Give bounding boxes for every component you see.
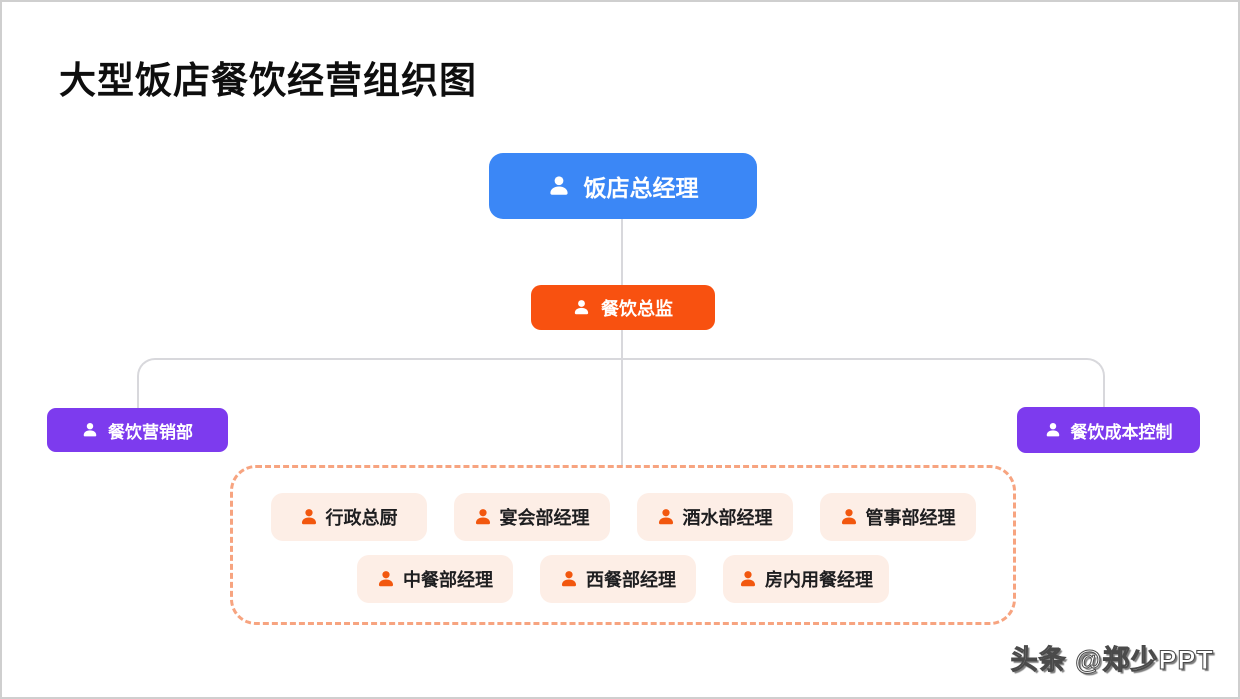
org-node-western-restaurant-manager: 西餐部经理 — [540, 555, 696, 603]
connector-root-to-director — [621, 218, 623, 286]
person-icon — [1045, 422, 1061, 438]
org-node-fb-cost-control: 餐饮成本控制 — [1017, 407, 1200, 453]
org-node-label: 中餐部经理 — [403, 570, 493, 590]
org-node-general-manager: 饭店总经理 — [489, 153, 757, 219]
org-node-label: 西餐部经理 — [586, 570, 676, 590]
org-node-label: 餐饮成本控制 — [1070, 422, 1173, 442]
org-node-in-room-dining-manager: 房内用餐经理 — [723, 555, 889, 603]
department-row-2: 中餐部经理 西餐部经理 房内用餐经理 — [357, 555, 889, 603]
org-node-chinese-restaurant-manager: 中餐部经理 — [357, 555, 513, 603]
person-icon — [840, 508, 858, 526]
org-node-beverage-manager: 酒水部经理 — [636, 493, 793, 541]
person-icon — [560, 570, 578, 588]
org-node-fb-marketing: 餐饮营销部 — [47, 408, 228, 452]
person-icon — [377, 570, 395, 588]
org-node-label: 宴会部经理 — [499, 508, 590, 528]
person-icon — [300, 508, 318, 526]
org-node-label: 餐饮营销部 — [108, 422, 193, 442]
person-icon — [739, 570, 757, 588]
page-title: 大型饭店餐饮经营组织图 — [59, 60, 477, 101]
org-node-label: 房内用餐经理 — [765, 570, 873, 590]
person-icon — [474, 508, 492, 526]
org-node-label: 饭店总经理 — [583, 175, 699, 201]
org-node-label: 酒水部经理 — [682, 508, 773, 528]
org-node-label: 行政总厨 — [325, 508, 398, 528]
watermark: 头条 @郑少PPT — [1010, 645, 1214, 676]
org-node-banquet-manager: 宴会部经理 — [453, 493, 610, 541]
person-icon — [657, 508, 675, 526]
connector-director-to-departments — [621, 329, 623, 466]
department-group: 行政总厨 宴会部经理 酒水部经理 — [230, 465, 1016, 625]
org-node-label: 餐饮总监 — [601, 298, 673, 319]
connector-branch-bracket — [137, 358, 1105, 408]
org-node-executive-chef: 行政总厨 — [270, 493, 427, 541]
org-node-steward-manager: 管事部经理 — [819, 493, 976, 541]
org-node-fb-director: 餐饮总监 — [531, 285, 715, 330]
department-row-1: 行政总厨 宴会部经理 酒水部经理 — [270, 493, 976, 541]
org-node-label: 管事部经理 — [865, 508, 956, 528]
person-icon — [548, 175, 570, 197]
person-icon — [573, 299, 590, 316]
person-icon — [82, 422, 98, 438]
